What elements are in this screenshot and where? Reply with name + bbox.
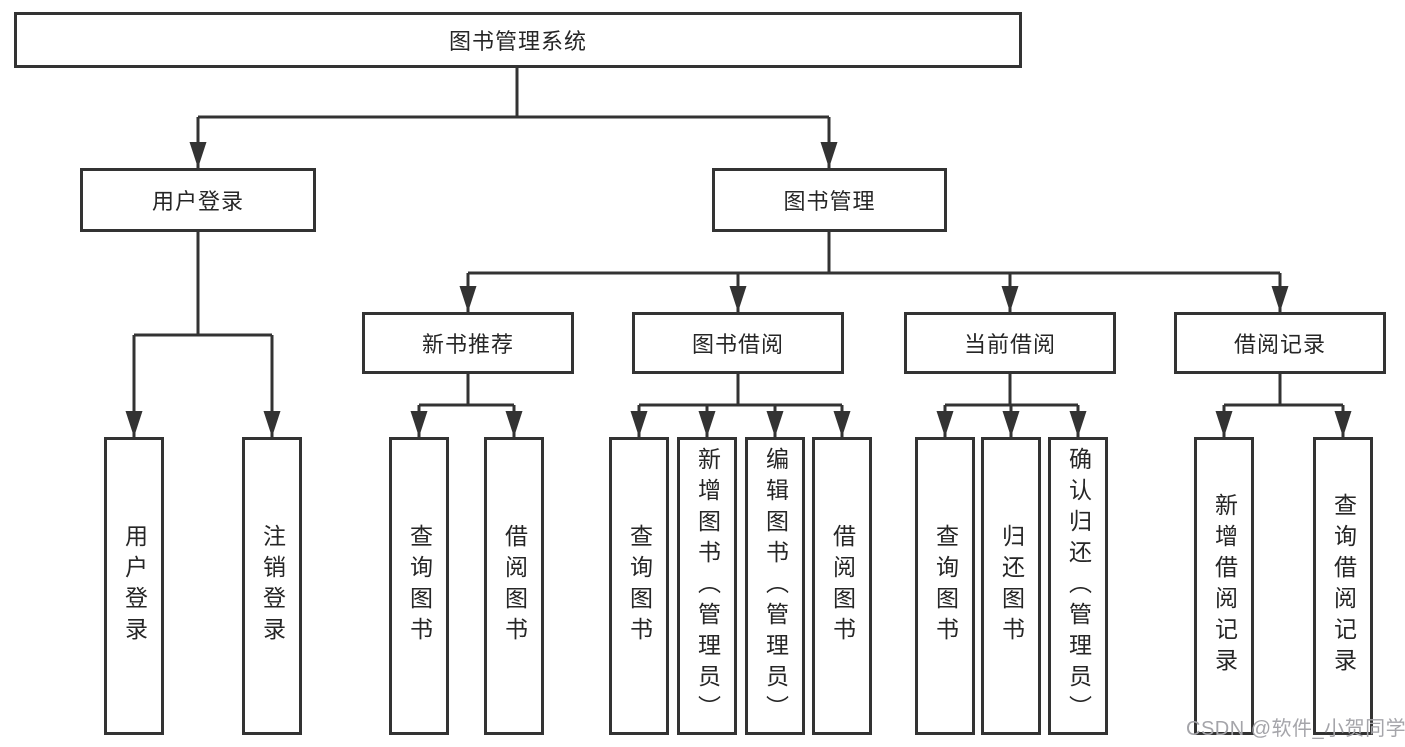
leaf-records-add-borrow-record: 新增借阅记录 [1194,437,1254,735]
connector-new-book-children [410,374,523,437]
node-current-borrowing-label: 当前借阅 [963,332,1056,357]
leaf-records-query-borrow-record: 查询借阅记录 [1313,437,1373,735]
leaf-records-query-borrow-record-label: 查询借阅记录 [1330,493,1357,679]
leaf-current-return-books-label: 归还图书 [998,524,1025,648]
leaf-borrow-query-books: 查询图书 [609,437,669,735]
leaf-current-confirm-return-admin-label: 确认归还（管理员） [1065,446,1092,726]
leaf-newbook-borrow-books-label: 借阅图书 [501,524,528,648]
node-root-label: 图书管理系统 [448,29,587,54]
node-new-book-recommend: 新书推荐 [362,312,574,374]
leaf-user-login: 用户登录 [104,437,164,735]
leaf-records-add-borrow-record-label: 新增借阅记录 [1211,493,1238,679]
leaf-borrow-add-books-admin-label: 新增图书（管理员） [694,446,721,726]
leaf-borrow-edit-books-admin: 编辑图书（管理员） [745,437,805,735]
node-borrowing-records: 借阅记录 [1174,312,1386,374]
node-book-borrowing: 图书借阅 [632,312,844,374]
leaf-borrow-borrow-books-label: 借阅图书 [829,524,856,648]
connector-current-borrow-children [936,374,1087,437]
connector-borrow-records-children [1215,374,1352,437]
leaf-user-login-label: 用户登录 [121,524,148,648]
leaf-current-query-books: 查询图书 [915,437,975,735]
connector-book-management-children [459,232,1289,312]
leaf-borrow-edit-books-admin-label: 编辑图书（管理员） [762,446,789,726]
leaf-borrow-query-books-label: 查询图书 [626,524,653,648]
connector-root-to-level2 [189,68,838,168]
node-book-management-label: 图书管理 [783,189,876,214]
node-current-borrowing: 当前借阅 [904,312,1116,374]
node-user-login: 用户登录 [80,168,316,232]
node-book-management: 图书管理 [712,168,947,232]
node-book-borrowing-label: 图书借阅 [691,332,784,357]
leaf-current-confirm-return-admin: 确认归还（管理员） [1048,437,1108,735]
connector-user-login-children [125,232,281,437]
leaf-newbook-query-books-label: 查询图书 [406,524,433,648]
watermark: CSDN @软件_小贺同学 [1186,718,1405,740]
leaf-newbook-borrow-books: 借阅图书 [484,437,544,735]
node-root: 图书管理系统 [14,12,1022,68]
leaf-newbook-query-books: 查询图书 [389,437,449,735]
leaf-borrow-add-books-admin: 新增图书（管理员） [677,437,737,735]
node-borrowing-records-label: 借阅记录 [1233,332,1326,357]
leaf-current-return-books: 归还图书 [981,437,1041,735]
leaf-logout-login: 注销登录 [242,437,302,735]
leaf-logout-login-label: 注销登录 [259,524,286,648]
leaf-current-query-books-label: 查询图书 [932,524,959,648]
connector-book-borrow-children [630,374,851,437]
node-new-book-recommend-label: 新书推荐 [421,332,514,357]
leaf-borrow-borrow-books: 借阅图书 [812,437,872,735]
node-user-login-label: 用户登录 [151,189,244,214]
